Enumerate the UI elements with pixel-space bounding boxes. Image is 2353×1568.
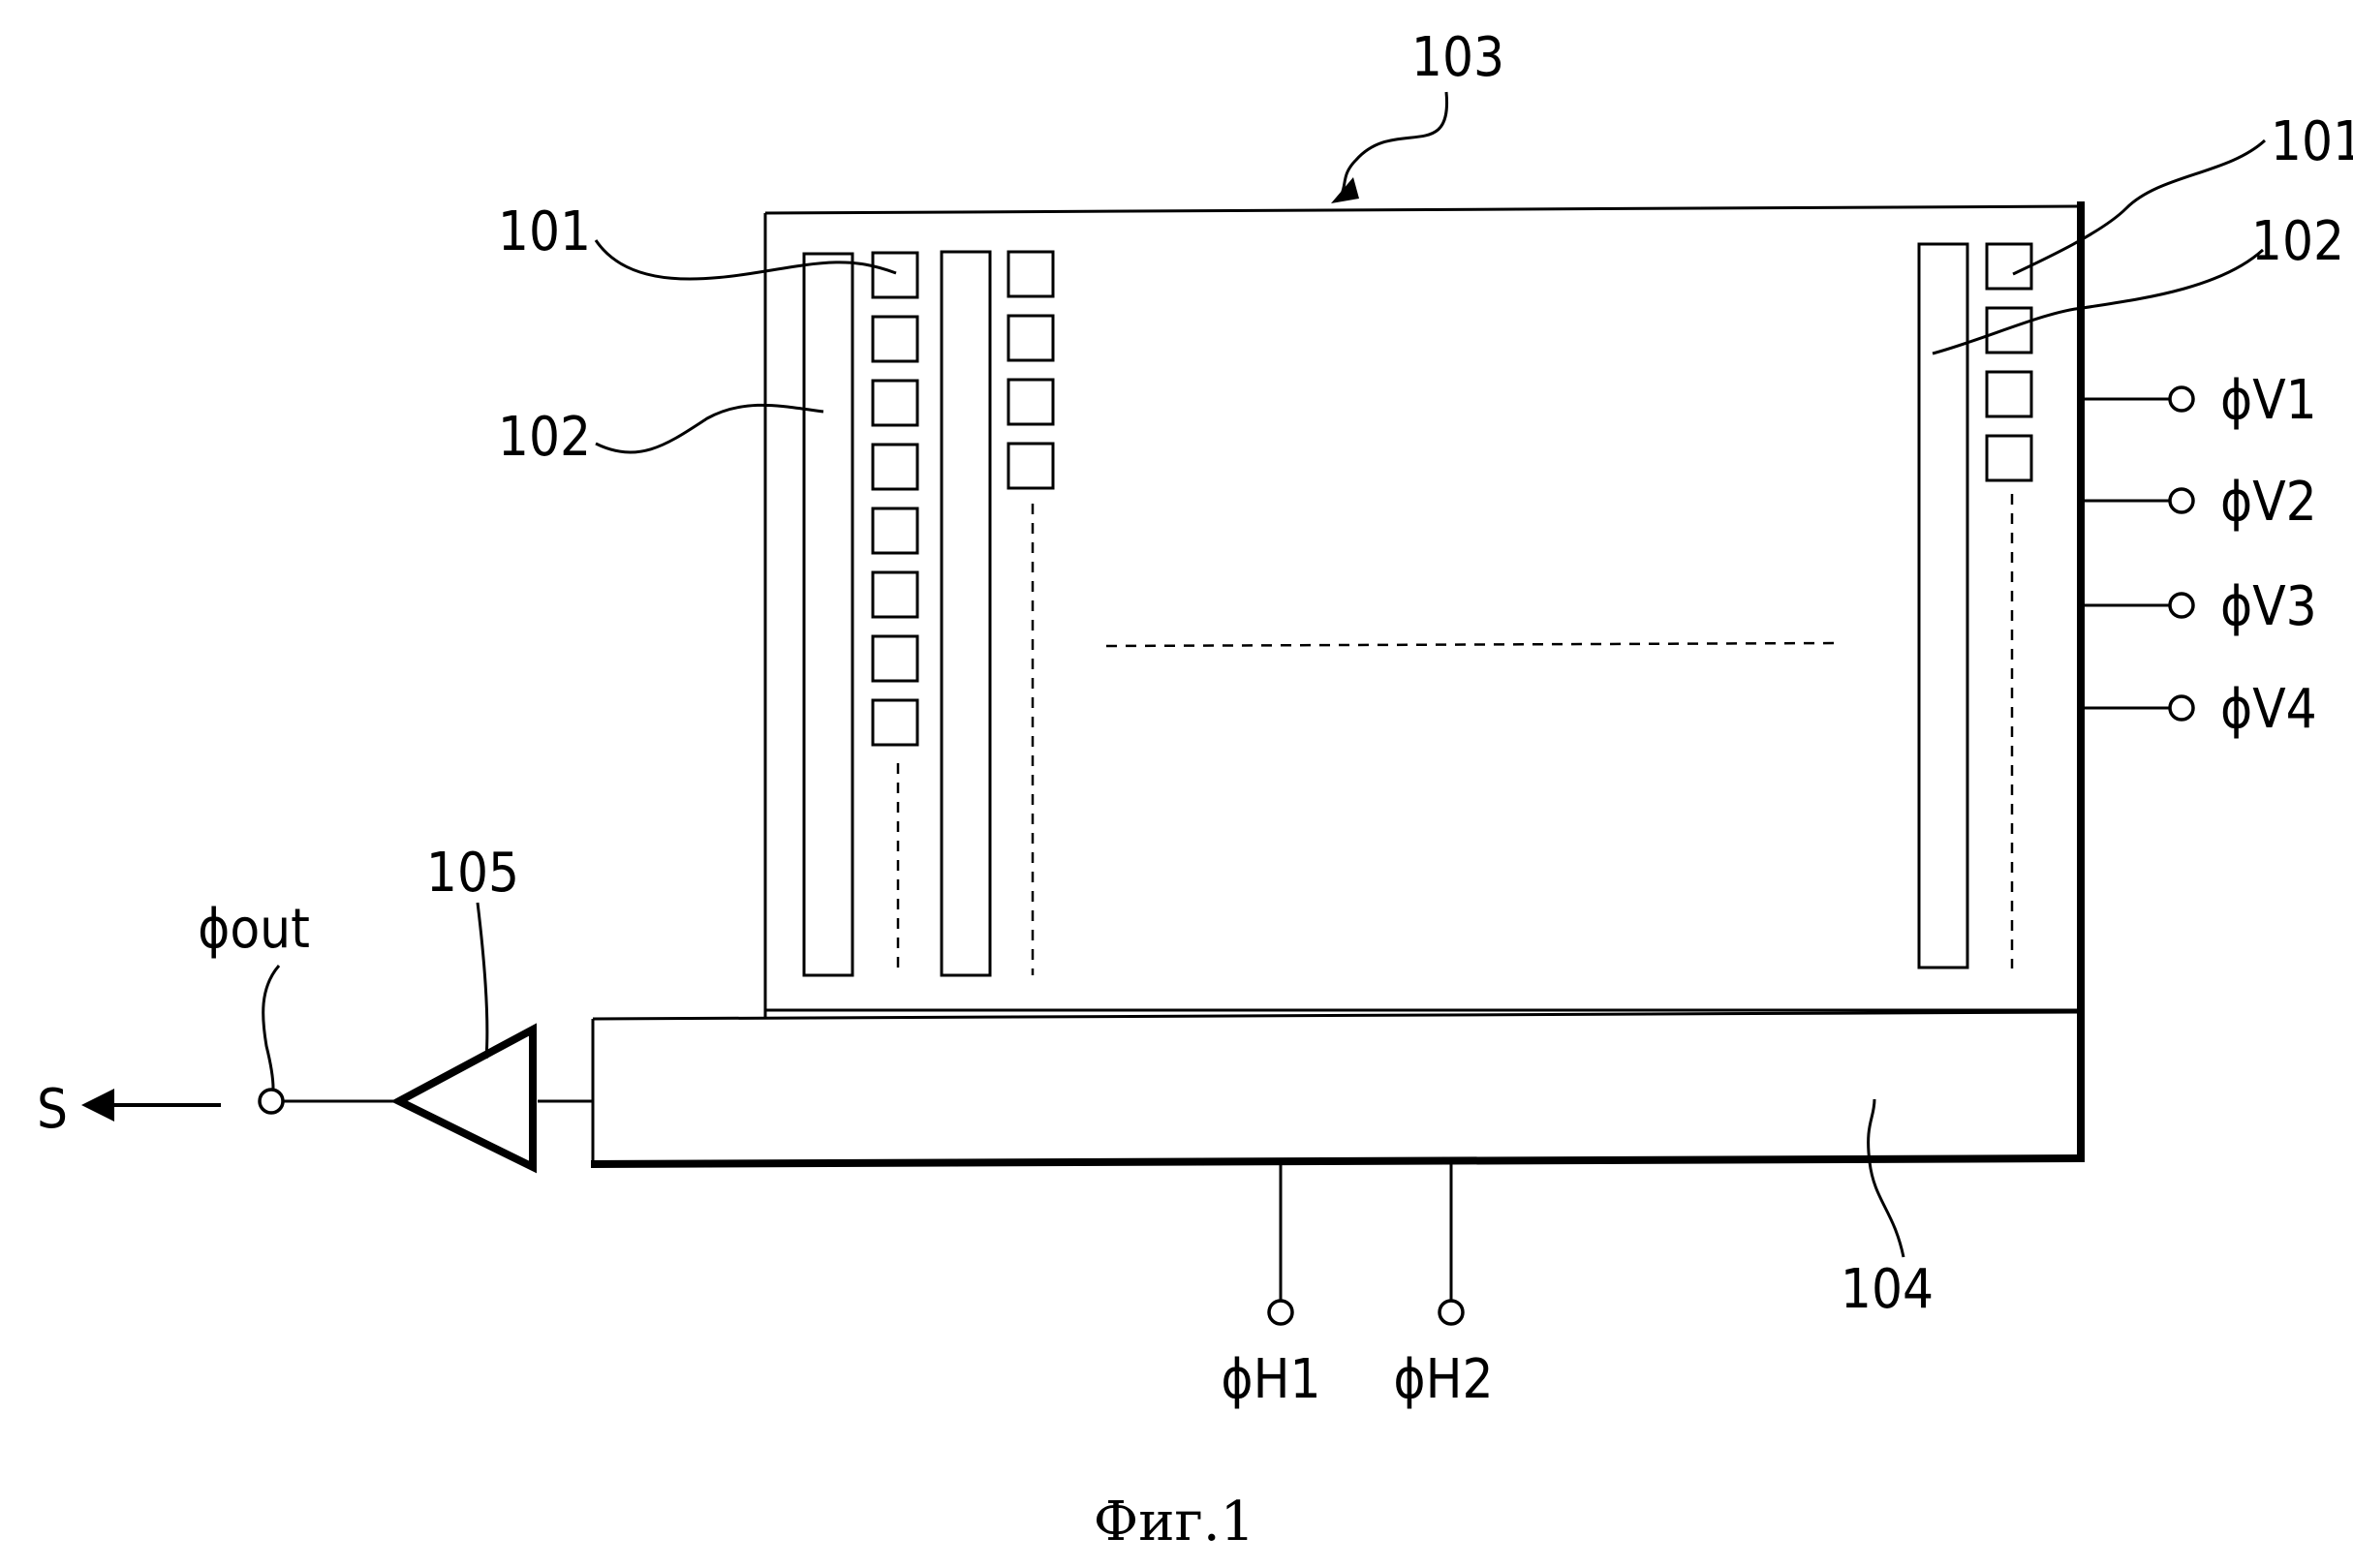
vertical-ccd-column-2 [942,252,990,975]
figure-caption: Фиг.1 [1094,1491,1255,1553]
terminal-h2 [1440,1301,1463,1324]
label-vccd-left: 102 [498,406,591,469]
pixel [1987,372,2031,416]
label-terminal-out: ϕout [198,898,310,961]
pixel [873,253,917,297]
terminal-v2 [2170,489,2193,512]
pixel [873,636,917,681]
pixel [873,381,917,425]
horizontal-clock-terminals [1269,1161,1463,1324]
pixel [873,508,917,553]
label-pixel-right: 101 [2271,110,2353,173]
pixel [873,445,917,489]
label-terminal-v2: ϕV2 [2220,471,2317,534]
label-hccd: 104 [1841,1258,1934,1321]
pixel [1008,380,1053,424]
pixel [1987,244,2031,289]
vertical-ccd-columns [804,244,1967,975]
pixel [1008,316,1053,360]
label-signal-output: S [37,1078,68,1141]
pixel-array [873,244,2031,745]
signal-arrow-head [81,1089,114,1122]
terminal-h1 [1269,1301,1292,1324]
label-amplifier: 105 [426,842,519,905]
pixel [873,317,917,361]
continuation-dashes [898,494,2012,975]
label-image-area: 103 [1411,26,1504,89]
horizontal-ccd [591,1012,2083,1164]
terminal-out [260,1090,283,1113]
pixel [1008,252,1053,296]
amplifier-triangle [399,1030,533,1167]
image-area [765,201,2081,1019]
pixel [873,572,917,617]
label-terminal-h1: ϕH1 [1221,1348,1320,1411]
label-terminal-v1: ϕV1 [2220,369,2317,432]
vertical-ccd-column-3 [1919,244,1967,968]
label-terminal-v3: ϕV3 [2220,575,2317,638]
label-pixel-left: 101 [498,200,591,263]
pixel [1987,436,2031,480]
terminal-v1 [2170,387,2193,411]
vertical-clock-terminals [2081,387,2193,720]
label-vccd-right: 102 [2251,210,2344,273]
pixel [1008,444,1053,488]
leader-lines [263,92,2265,1257]
label-terminal-h2: ϕH2 [1393,1348,1493,1411]
output-amplifier [81,1030,593,1167]
vertical-ccd-column-1 [804,254,852,975]
terminal-v4 [2170,696,2193,720]
pixel [873,700,917,745]
terminal-v3 [2170,594,2193,617]
label-terminal-v4: ϕV4 [2220,678,2317,741]
pixel [1987,308,2031,353]
